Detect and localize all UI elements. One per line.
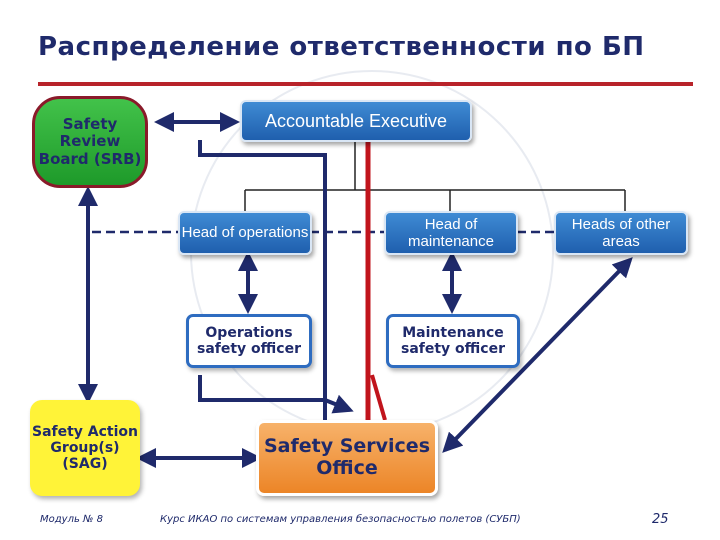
safety-services-office-label: Safety Services Office bbox=[263, 435, 431, 479]
head-maintenance-box: Head of maintenance bbox=[384, 211, 518, 255]
red-line-end bbox=[370, 374, 387, 421]
ops-safety-officer-box: Operations safety officer bbox=[186, 314, 312, 368]
ops-safety-officer-label: Operations safety officer bbox=[197, 324, 301, 357]
sag-label: Safety Action Group(s) (SAG) bbox=[31, 423, 139, 473]
footer-course: Курс ИКАО по системам управления безопас… bbox=[160, 514, 521, 525]
navy-arrows bbox=[78, 112, 633, 468]
slide-title: Распределение ответственности по БП bbox=[38, 32, 645, 62]
head-maintenance-label: Head of maintenance bbox=[408, 215, 494, 250]
sag-box: Safety Action Group(s) (SAG) bbox=[30, 400, 140, 496]
safety-services-office-box: Safety Services Office bbox=[256, 420, 438, 496]
accountable-executive-box: Accountable Executive bbox=[240, 100, 472, 142]
heads-other-areas-box: Heads of other areas bbox=[554, 211, 688, 255]
maint-safety-officer-label: Maintenance safety officer bbox=[401, 324, 505, 357]
head-operations-box: Head of operations bbox=[178, 211, 312, 255]
footer-module: Модуль № 8 bbox=[40, 514, 103, 525]
page-number: 25 bbox=[652, 512, 669, 527]
maint-safety-officer-box: Maintenance safety officer bbox=[386, 314, 520, 368]
srb-label: Safety Review Board (SRB) bbox=[38, 115, 142, 168]
heads-other-areas-label: Heads of other areas bbox=[571, 215, 671, 250]
head-operations-label: Head of operations bbox=[181, 224, 309, 242]
title-underline bbox=[38, 82, 693, 86]
org-chart-lines bbox=[244, 140, 626, 212]
accountable-executive-label: Accountable Executive bbox=[264, 110, 448, 131]
srb-box: Safety Review Board (SRB) bbox=[32, 96, 148, 188]
